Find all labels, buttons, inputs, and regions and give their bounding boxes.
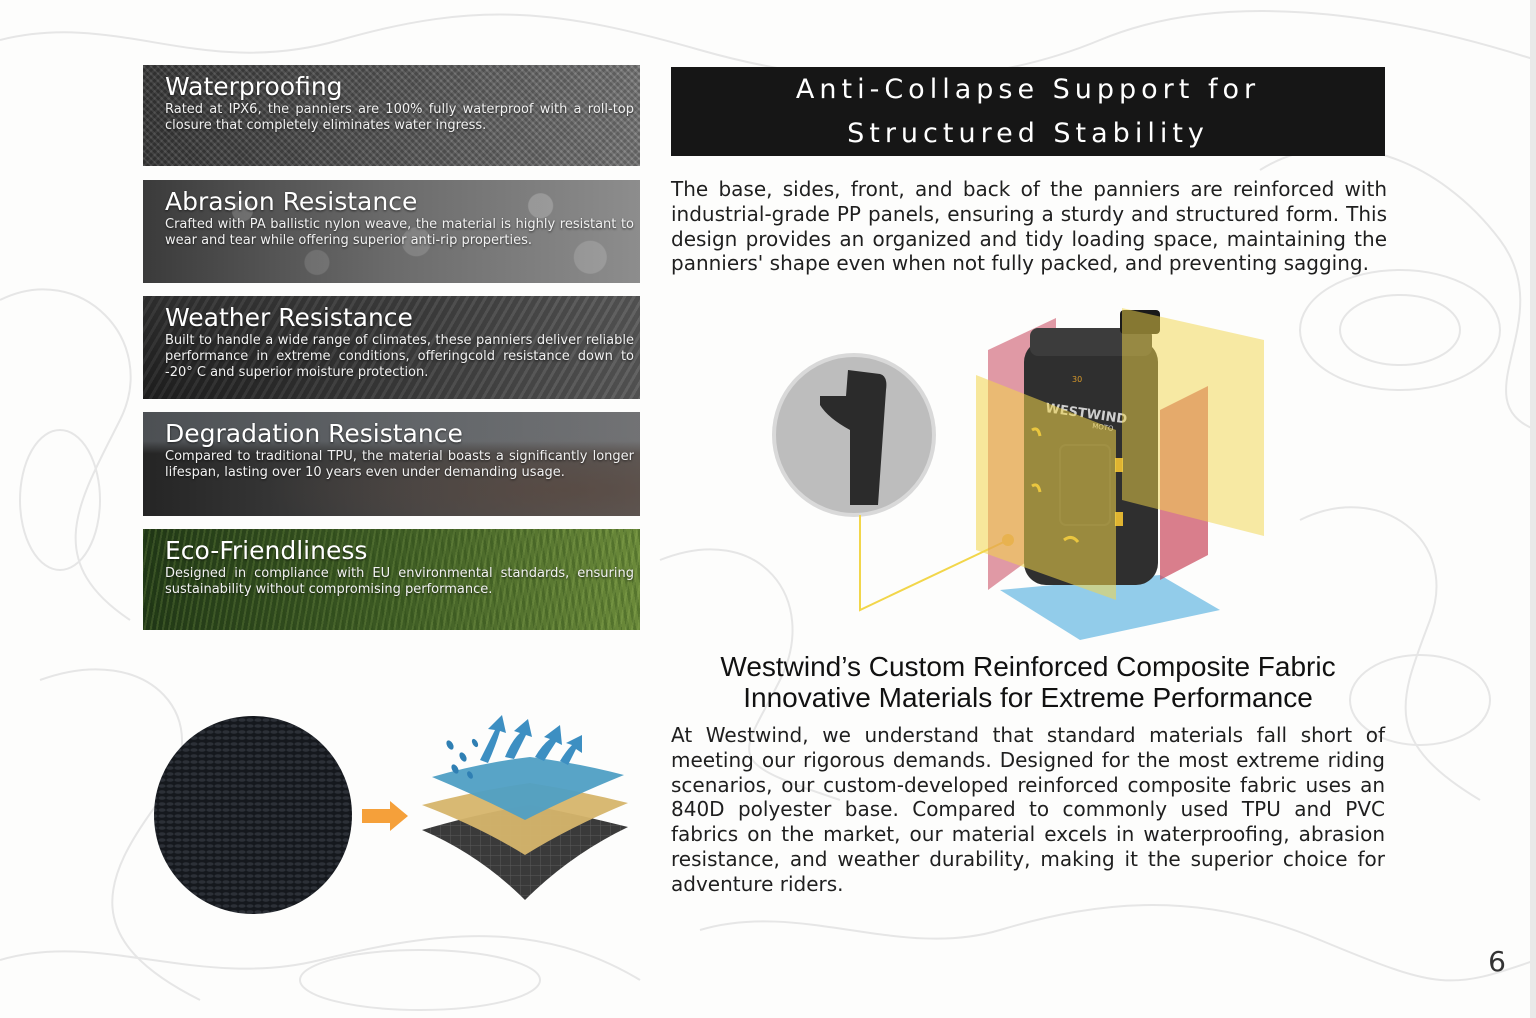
pp-panel-piece-icon — [820, 370, 887, 505]
fabric-description: At Westwind, we understand that standard… — [671, 723, 1385, 896]
feature-description: Compared to traditional TPU, the materia… — [165, 449, 634, 480]
arrow-right-icon — [362, 801, 408, 831]
feature-title: Eco-Friendliness — [165, 536, 368, 565]
water-drops-icon — [446, 738, 479, 779]
fabric-layers-illustration — [154, 715, 628, 914]
support-heading-line1: Anti-Collapse Support for — [795, 73, 1261, 105]
feature-abrasion-resistance: Abrasion Resistance Crafted with PA ball… — [143, 180, 640, 283]
bag-capacity-label: 30 — [1072, 375, 1082, 384]
feature-description: Rated at IPX6, the panniers are 100% ful… — [165, 102, 634, 133]
base-panel-blue — [1000, 575, 1220, 640]
feature-title: Weather Resistance — [165, 303, 413, 332]
feature-description: Built to handle a wide range of climates… — [165, 333, 634, 380]
fabric-subheading: Innovative Materials for Extreme Perform… — [743, 682, 1313, 713]
feature-degradation-resistance: Degradation Resistance Compared to tradi… — [143, 412, 640, 516]
feature-title: Waterproofing — [165, 72, 343, 101]
fabric-layer-waterproof — [432, 757, 624, 820]
feature-title: Abrasion Resistance — [165, 187, 418, 216]
fabric-heading: Westwind’s Custom Reinforced Composite F… — [720, 651, 1336, 682]
feature-title: Degradation Resistance — [165, 419, 463, 448]
pp-panel-structure-diagram: WESTWIND MOTO 30 — [772, 308, 1264, 640]
callout-leader-line — [859, 515, 1009, 612]
front-panel-yellow — [976, 375, 1116, 600]
feature-description: Crafted with PA ballistic nylon weave, t… — [165, 217, 634, 248]
page-number: 6 — [1488, 945, 1506, 978]
support-heading-bar: Anti-Collapse Support for Structured Sta… — [671, 67, 1385, 156]
breathable-arrows-icon — [480, 715, 582, 765]
fabric-weave-closeup — [154, 716, 352, 914]
support-description: The base, sides, front, and back of the … — [671, 177, 1387, 276]
feature-weather-resistance: Weather Resistance Built to handle a wid… — [143, 296, 640, 399]
page-edge-shadow — [1530, 0, 1536, 1018]
side-panel-yellow — [1122, 308, 1264, 536]
feature-waterproofing: Waterproofing Rated at IPX6, the pannier… — [143, 65, 640, 166]
support-heading-line2: Structured Stability — [847, 117, 1209, 149]
feature-description: Designed in compliance with EU environme… — [165, 566, 634, 597]
feature-eco-friendliness: Eco-Friendliness Designed in compliance … — [143, 529, 640, 630]
